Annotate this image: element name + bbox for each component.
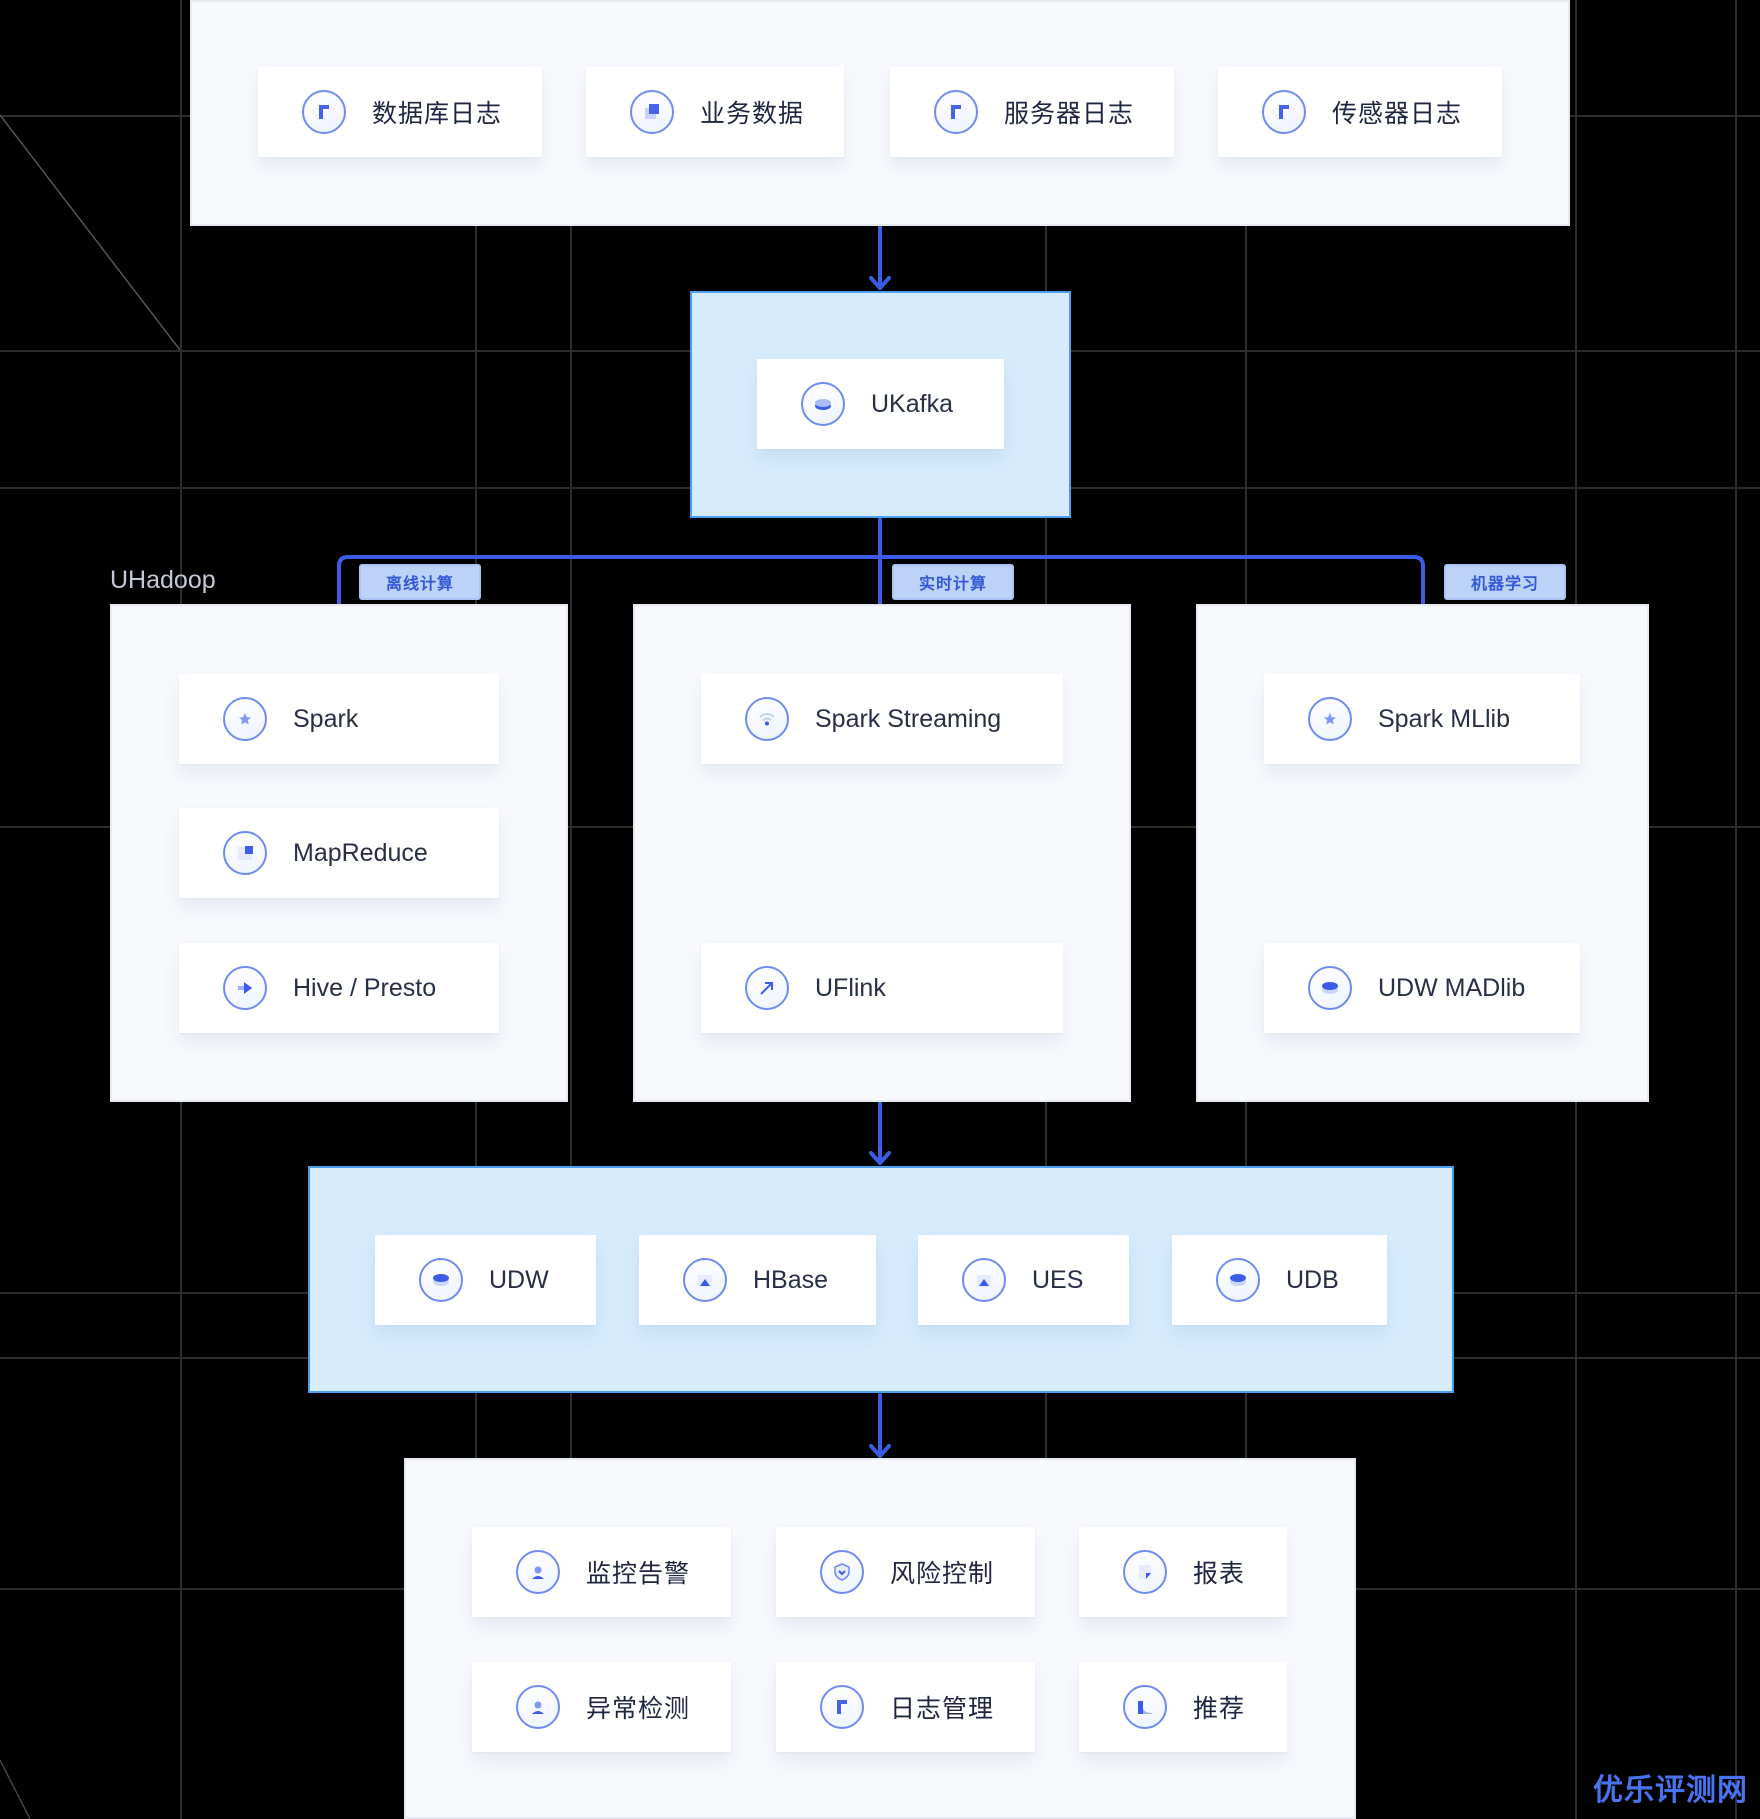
source-card: 服务器日志 <box>890 67 1174 157</box>
arrow-up-right-icon <box>745 966 789 1010</box>
document-icon <box>820 1685 864 1729</box>
database-icon <box>419 1258 463 1302</box>
offline-card: MapReduce <box>179 808 499 898</box>
ml-label: Spark MLlib <box>1378 704 1510 733</box>
user-icon <box>516 1685 560 1729</box>
app-card: 监控告警 <box>472 1527 731 1617</box>
app-card: 风险控制 <box>776 1527 1035 1617</box>
offline-label: Hive / Presto <box>293 973 437 1002</box>
app-label: 异常检测 <box>586 1695 691 1723</box>
offline-tag: 离线计算 <box>359 564 481 600</box>
ukafka-card: UKafka <box>757 359 1004 449</box>
blocks-icon <box>223 831 267 875</box>
mountain-icon <box>683 1258 727 1302</box>
app-label: 推荐 <box>1193 1695 1246 1723</box>
database-icon <box>1308 966 1352 1010</box>
source-label: 服务器日志 <box>1004 100 1135 128</box>
storage-card: UDB <box>1172 1235 1387 1325</box>
grid-line <box>570 0 572 1819</box>
ml-tag: 机器学习 <box>1444 564 1566 600</box>
app-card: 日志管理 <box>776 1662 1035 1752</box>
ml-card: UDW MADlib <box>1264 943 1580 1033</box>
source-card: 业务数据 <box>586 67 844 157</box>
storage-label: HBase <box>753 1265 829 1294</box>
app-label: 日志管理 <box>890 1695 995 1723</box>
realtime-label: Spark Streaming <box>815 704 1002 733</box>
document-icon <box>302 90 346 134</box>
app-card: 异常检测 <box>472 1662 731 1752</box>
database-icon <box>1216 1258 1260 1302</box>
offline-card: Spark <box>179 674 499 764</box>
wifi-icon <box>745 697 789 741</box>
source-label: 数据库日志 <box>372 100 503 128</box>
document-icon <box>1262 90 1306 134</box>
storage-card: HBase <box>639 1235 876 1325</box>
uhadoop-title: UHadoop <box>110 566 216 594</box>
watermark: 优乐评测网 <box>1593 1774 1748 1807</box>
storage-label: UES <box>1032 1265 1084 1294</box>
realtime-tag: 实时计算 <box>892 564 1014 600</box>
cube-icon <box>630 90 674 134</box>
source-card: 数据库日志 <box>258 67 542 157</box>
grid-line <box>1735 0 1737 1819</box>
app-label: 风险控制 <box>890 1560 995 1588</box>
app-card: 报表 <box>1079 1527 1287 1617</box>
ml-label: UDW MADlib <box>1378 973 1526 1002</box>
applications-panel <box>404 1458 1356 1819</box>
storage-label: UDB <box>1286 1265 1339 1294</box>
offline-card: Hive / Presto <box>179 943 499 1033</box>
realtime-label: UFlink <box>815 973 886 1002</box>
realtime-card: Spark Streaming <box>701 674 1063 764</box>
report-icon <box>1123 1550 1167 1594</box>
ml-card: Spark MLlib <box>1264 674 1580 764</box>
offline-label: Spark <box>293 704 359 733</box>
offline-label: MapReduce <box>293 838 428 867</box>
user-alert-icon <box>516 1550 560 1594</box>
app-card: 推荐 <box>1079 1662 1287 1752</box>
realtime-card: UFlink <box>701 943 1063 1033</box>
star-icon <box>223 697 267 741</box>
shield-icon <box>820 1550 864 1594</box>
arrow-right-icon <box>223 966 267 1010</box>
source-card: 传感器日志 <box>1218 67 1502 157</box>
source-label: 业务数据 <box>700 100 805 128</box>
storage-card: UES <box>918 1235 1129 1325</box>
document-icon <box>934 90 978 134</box>
ukafka-label: UKafka <box>871 389 953 418</box>
mountain-icon <box>962 1258 1006 1302</box>
source-label: 传感器日志 <box>1332 100 1463 128</box>
storage-card: UDW <box>375 1235 596 1325</box>
chart-icon <box>1123 1685 1167 1729</box>
app-label: 监控告警 <box>586 1560 691 1588</box>
star-icon <box>1308 697 1352 741</box>
storage-label: UDW <box>489 1265 549 1294</box>
database-icon <box>801 382 845 426</box>
app-label: 报表 <box>1193 1560 1246 1588</box>
